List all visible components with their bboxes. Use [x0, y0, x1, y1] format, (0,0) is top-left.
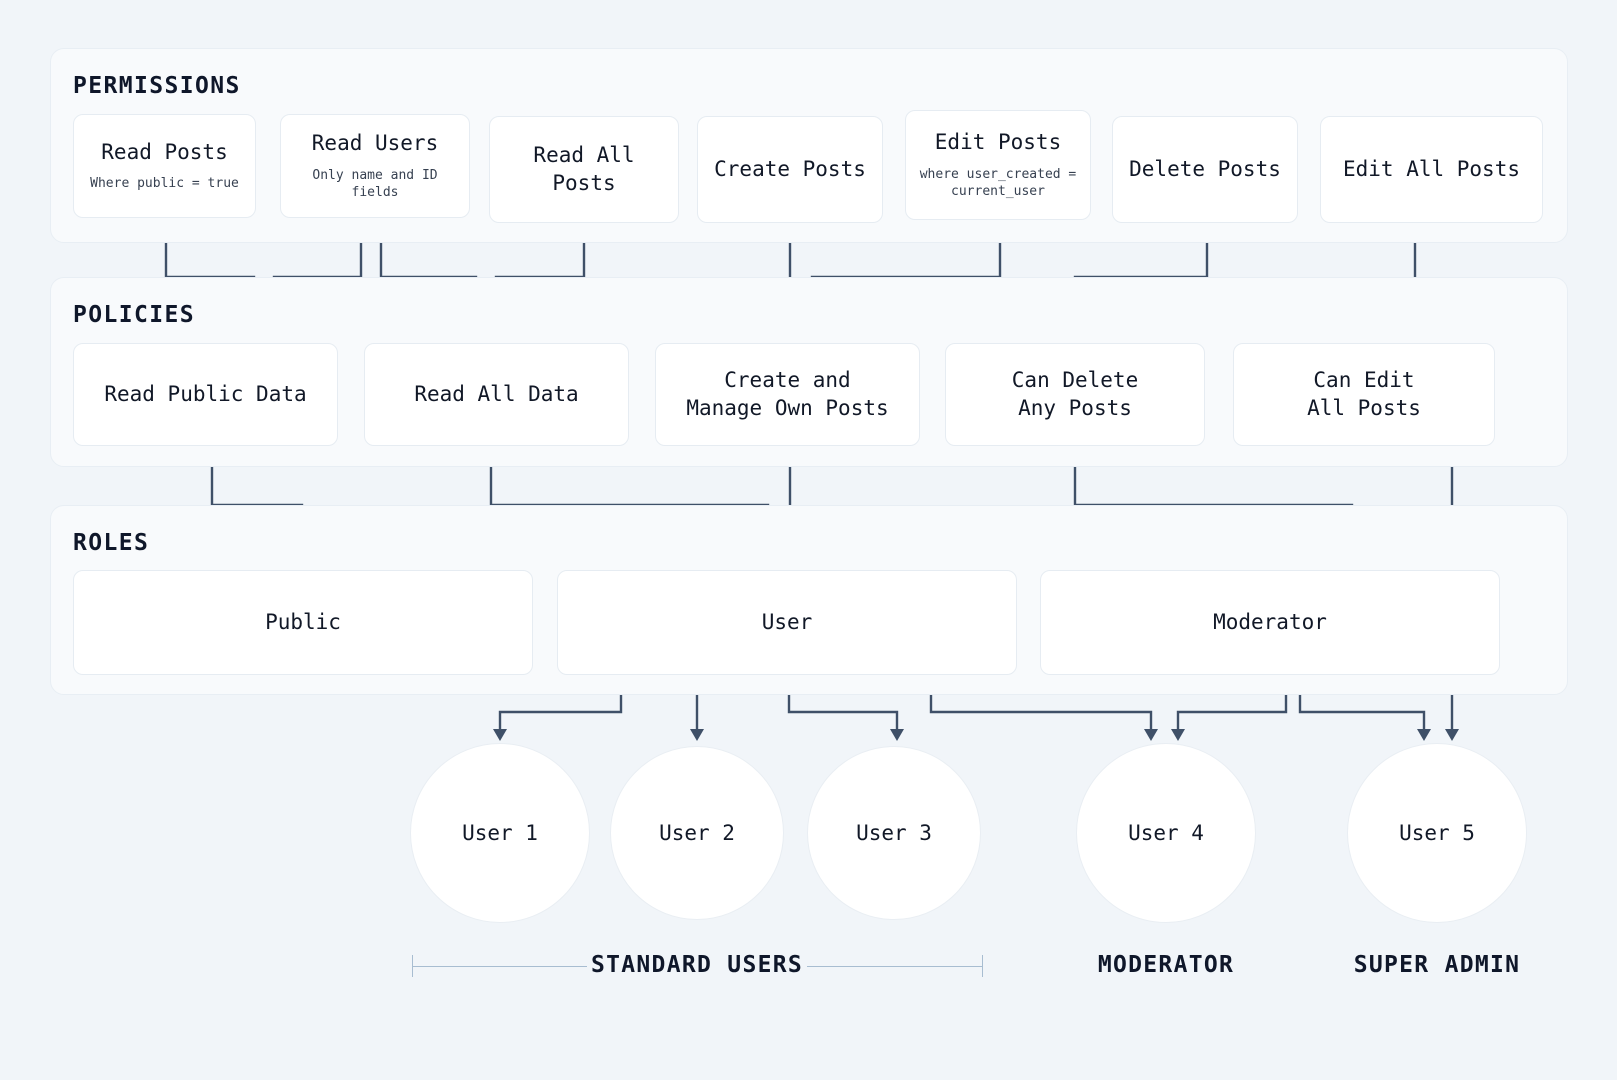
user-circle-label: User 5	[1399, 821, 1475, 845]
permission-title: Create Posts	[714, 156, 866, 181]
role-title: Public	[265, 609, 341, 634]
permission-edit-all-posts[interactable]: Edit All Posts	[1320, 116, 1543, 223]
permission-read-all-posts[interactable]: Read All Posts	[489, 116, 679, 223]
user-circle-label: User 2	[659, 821, 735, 845]
user-circle-user-2[interactable]: User 2	[610, 746, 784, 920]
policy-title: Can Edit All Posts	[1307, 368, 1421, 420]
role-moderator[interactable]: Moderator	[1040, 570, 1500, 675]
group-label-moderator: MODERATOR	[1097, 952, 1235, 978]
policy-title: Read All Data	[414, 381, 579, 406]
permission-title: Edit Posts	[934, 130, 1062, 155]
arrowhead	[1417, 729, 1431, 741]
policy-can-delete-any[interactable]: Can Delete Any Posts	[945, 343, 1205, 446]
policy-create-manage[interactable]: Create and Manage Own Posts	[655, 343, 920, 446]
permission-delete-posts[interactable]: Delete Posts	[1112, 116, 1298, 223]
permission-title: Edit All Posts	[1342, 156, 1520, 181]
permission-edit-posts[interactable]: Edit Posts where user_created = current_u…	[905, 110, 1091, 220]
role-title: User	[761, 609, 813, 634]
user-circle-label: User 4	[1128, 821, 1204, 845]
bracket-tick	[982, 955, 983, 977]
user-circle-user-5[interactable]: User 5	[1347, 743, 1527, 923]
permission-title: Delete Posts	[1129, 156, 1281, 181]
policy-can-edit-all[interactable]: Can Edit All Posts	[1233, 343, 1495, 446]
permission-title: Read Users	[311, 131, 439, 156]
role-public[interactable]: Public	[73, 570, 533, 675]
section-title-permissions: PERMISSIONS	[73, 73, 241, 99]
group-label-super-admin: SUPER ADMIN	[1353, 952, 1521, 978]
policy-read-all-data[interactable]: Read All Data	[364, 343, 629, 446]
bracket-segment	[807, 966, 982, 967]
section-title-roles: ROLES	[73, 530, 150, 556]
user-circle-user-1[interactable]: User 1	[410, 743, 590, 923]
user-circle-user-3[interactable]: User 3	[807, 746, 981, 920]
role-title: Moderator	[1213, 609, 1327, 634]
permission-title: Read Posts	[101, 140, 228, 165]
permission-title: Read All Posts	[533, 143, 635, 195]
arrowhead	[690, 729, 704, 741]
user-circle-label: User 1	[462, 821, 538, 845]
bracket-tick	[412, 955, 413, 977]
policy-title: Can Delete Any Posts	[1011, 368, 1139, 420]
permission-subtitle: Only name and ID fields	[312, 167, 438, 201]
permission-create-posts[interactable]: Create Posts	[697, 116, 883, 223]
policy-title: Create and Manage Own Posts	[686, 368, 889, 420]
user-circle-user-4[interactable]: User 4	[1076, 743, 1256, 923]
policy-read-public-data[interactable]: Read Public Data	[73, 343, 338, 446]
permission-subtitle: Where public = true	[90, 176, 239, 192]
permission-subtitle: where user_created = current_user	[919, 166, 1077, 200]
arrowhead	[1171, 729, 1185, 741]
arrowhead	[1445, 729, 1459, 741]
arrowhead	[890, 729, 904, 741]
group-label-standard-users: STANDARD USERS	[590, 952, 804, 978]
arrowhead	[1144, 729, 1158, 741]
role-user[interactable]: User	[557, 570, 1017, 675]
bracket-segment	[412, 966, 587, 967]
user-circle-label: User 3	[856, 821, 932, 845]
policy-title: Read Public Data	[104, 381, 307, 406]
section-title-policies: POLICIES	[73, 302, 195, 328]
arrowhead	[493, 729, 507, 741]
